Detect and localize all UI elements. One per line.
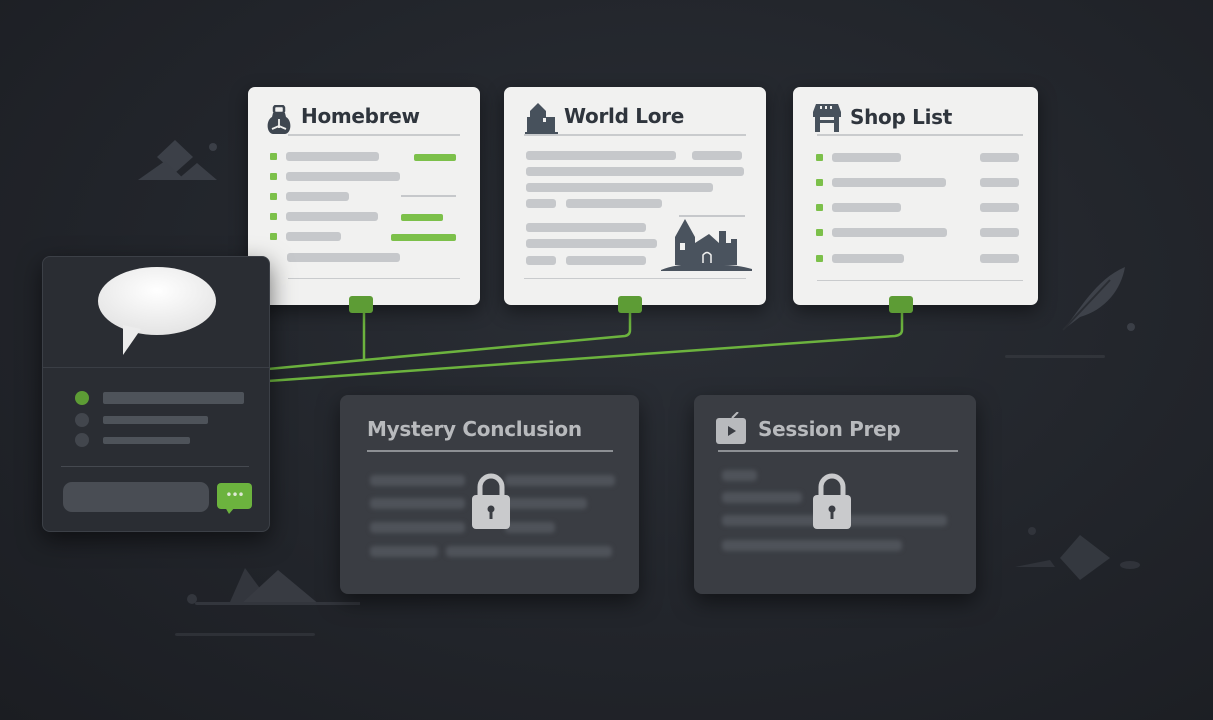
item-name-placeholder (832, 203, 901, 212)
castle-icon (525, 103, 558, 134)
card-title: Session Prep (758, 417, 901, 441)
bullet (270, 173, 277, 180)
castle-illustration-icon (661, 219, 752, 271)
divider (718, 450, 958, 452)
text-placeholder (286, 192, 349, 201)
blurred-text (505, 498, 587, 509)
divider (367, 450, 613, 452)
text-placeholder (526, 239, 657, 248)
divider (817, 134, 1023, 136)
blurred-text (370, 546, 438, 557)
divider (288, 134, 460, 136)
option-text-placeholder (103, 437, 190, 444)
text-placeholder (286, 172, 400, 181)
option-text-placeholder (103, 392, 244, 404)
blurred-text (722, 492, 802, 503)
card-title: Mystery Conclusion (367, 417, 582, 441)
item-price-placeholder (980, 228, 1019, 237)
text-placeholder (526, 199, 556, 208)
connector-node[interactable] (889, 296, 913, 313)
item-price-placeholder (980, 203, 1019, 212)
text-placeholder (566, 256, 646, 265)
lock-icon (813, 473, 851, 529)
bullet (270, 153, 277, 160)
mystery-conclusion-card[interactable]: Mystery Conclusion (340, 395, 639, 594)
world-lore-card[interactable]: World Lore (504, 87, 766, 305)
item-name-placeholder (832, 228, 947, 237)
divider (524, 134, 746, 136)
pyramid-icon (1015, 527, 1140, 580)
blurred-text (722, 540, 902, 551)
divider (817, 280, 1023, 281)
speech-bubble-icon (98, 267, 216, 355)
text-placeholder (286, 232, 341, 241)
connector-node[interactable] (349, 296, 373, 313)
option-text-placeholder (103, 416, 208, 424)
blurred-text (446, 546, 612, 557)
bullet (270, 233, 277, 240)
chat-input[interactable] (63, 482, 209, 512)
blurred-text (505, 522, 555, 533)
tag-placeholder (391, 234, 456, 241)
text-placeholder (526, 256, 556, 265)
item-price-placeholder (980, 178, 1019, 187)
option-radio-selected[interactable] (75, 391, 89, 405)
blurred-text (505, 475, 615, 486)
tag-placeholder (414, 154, 456, 161)
text-placeholder (286, 212, 378, 221)
card-title: World Lore (564, 104, 684, 128)
lock-icon (472, 473, 510, 529)
divider (43, 367, 269, 368)
shop-storefront-icon (813, 104, 841, 132)
item-price-placeholder (980, 153, 1019, 162)
chat-send-button[interactable]: ••• (217, 483, 252, 509)
divider (524, 278, 746, 279)
blurred-text (370, 498, 465, 509)
bullet (816, 255, 823, 262)
bullet (816, 229, 823, 236)
divider (288, 278, 460, 279)
bullet (270, 193, 277, 200)
text-placeholder (286, 152, 379, 161)
line-placeholder (401, 195, 456, 197)
blurred-text (370, 475, 465, 486)
tag-placeholder (401, 214, 443, 221)
item-price-placeholder (980, 254, 1019, 263)
option-radio[interactable] (75, 413, 89, 427)
text-placeholder (287, 253, 400, 262)
chat-panel: ••• (42, 256, 270, 532)
divider-line (1005, 355, 1105, 358)
homebrew-card[interactable]: Homebrew (248, 87, 480, 305)
item-name-placeholder (832, 178, 946, 187)
mountain-icon (138, 140, 217, 180)
text-placeholder (526, 183, 713, 192)
feather-quill-icon (1062, 267, 1135, 331)
shop-list-card[interactable]: Shop List (793, 87, 1038, 305)
bullet (816, 204, 823, 211)
text-placeholder (526, 167, 744, 176)
bullet (270, 213, 277, 220)
blurred-text (370, 522, 465, 533)
chat-send-bubble-tail (225, 507, 235, 514)
item-name-placeholder (832, 153, 901, 162)
play-folder-icon (716, 412, 746, 444)
text-placeholder (526, 223, 646, 232)
session-prep-card[interactable]: Session Prep (694, 395, 976, 594)
line-placeholder (679, 215, 745, 217)
mountain-icon (175, 568, 360, 636)
card-title: Homebrew (301, 104, 420, 128)
text-placeholder (526, 151, 676, 160)
card-title: Shop List (850, 105, 953, 129)
option-radio[interactable] (75, 433, 89, 447)
text-placeholder (566, 199, 662, 208)
bullet (816, 179, 823, 186)
text-placeholder (692, 151, 742, 160)
bullet (816, 154, 823, 161)
divider (61, 466, 249, 467)
potion-bottle-icon (267, 105, 291, 134)
item-name-placeholder (832, 254, 904, 263)
blurred-text (722, 470, 757, 481)
connector-node[interactable] (618, 296, 642, 313)
